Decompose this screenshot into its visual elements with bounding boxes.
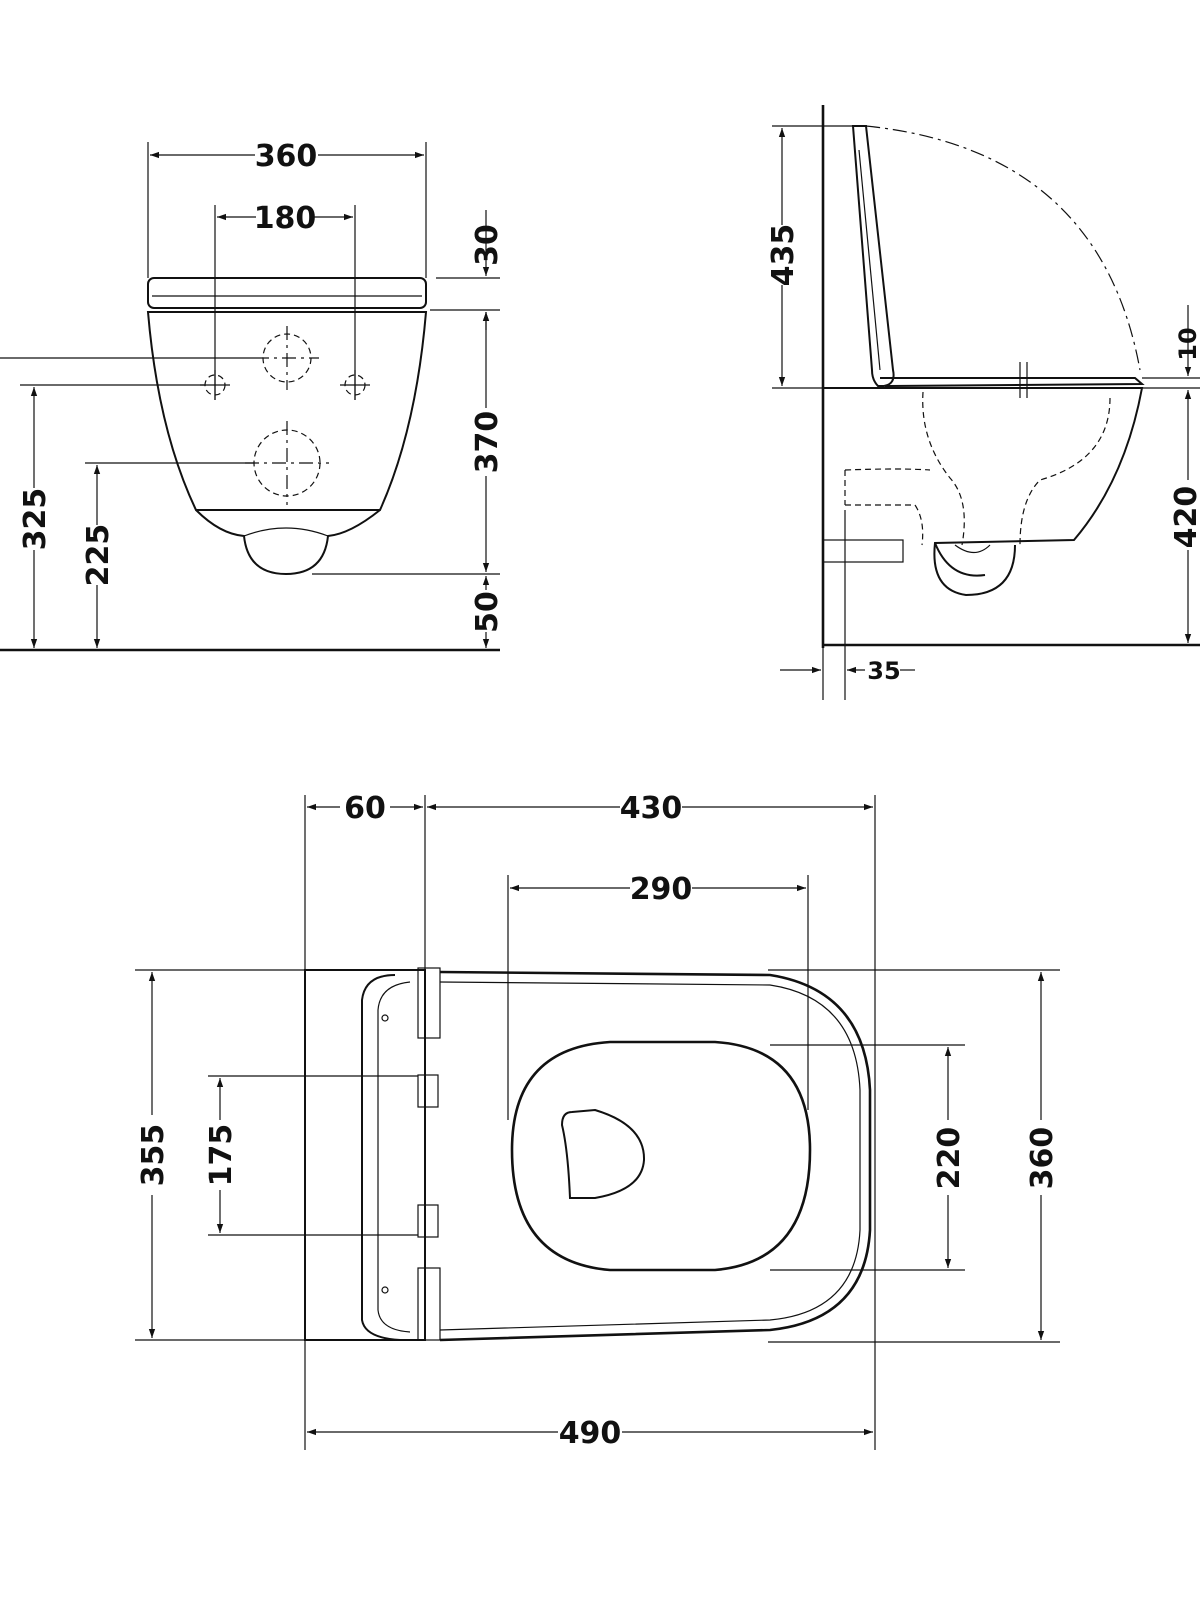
- dim-top-rear-width: 355: [136, 1124, 171, 1187]
- side-outlet-curve: [934, 542, 986, 577]
- dim-top-opening-width: 220: [932, 1127, 967, 1190]
- dim-side-wall-offset: 35: [867, 657, 900, 685]
- side-lid-inner: [858, 149, 881, 371]
- dim-front-inlet-height: 325: [18, 488, 53, 551]
- side-inlet-hidden-bottom: [845, 504, 924, 546]
- dim-front-bowl-height: 370: [470, 411, 505, 474]
- top-view: 60 430 290 355 175 220 360 490: [135, 791, 1060, 1451]
- side-bowl-body: [823, 387, 1144, 597]
- dim-front-bottom-gap: 50: [470, 591, 505, 633]
- side-outlet-inner: [954, 544, 991, 554]
- front-view: 360 180 30 370 50 325 225: [0, 139, 505, 652]
- top-screw-top: [381, 1014, 389, 1022]
- top-seat-outline: [439, 970, 872, 1342]
- top-hinge-arc: [361, 974, 401, 1341]
- top-wall-plate: [304, 969, 426, 1341]
- front-seat-lid: [147, 277, 427, 309]
- dim-side-seat-gap: 10: [1174, 327, 1200, 360]
- side-trap-hidden-2: [1019, 397, 1111, 546]
- front-outlet: [195, 509, 381, 576]
- side-view: 435 10 420 35: [766, 105, 1200, 700]
- top-bolt-top: [417, 1074, 439, 1108]
- side-inlet-hidden-top: [844, 468, 931, 471]
- side-lid-upright: [851, 125, 895, 387]
- dim-top-overall-width: 360: [1025, 1127, 1060, 1190]
- dim-side-lid-height: 435: [766, 224, 801, 287]
- dim-side-rim-height: 420: [1169, 486, 1200, 549]
- dim-front-outlet-height: 225: [81, 524, 116, 587]
- top-hinge-top: [417, 967, 441, 1039]
- dim-top-bolt-spacing: 175: [204, 1124, 239, 1187]
- side-wall-bracket: [822, 539, 904, 563]
- top-water-hole: [560, 1108, 646, 1199]
- dim-top-front-depth: 430: [620, 791, 683, 826]
- top-bowl-opening: [510, 1040, 812, 1272]
- side-lid-swing-arc: [865, 125, 1141, 371]
- front-outlet-inner: [243, 527, 329, 537]
- top-screw-bottom: [381, 1286, 389, 1294]
- side-trap-hidden: [922, 391, 965, 546]
- dim-front-hole-spacing: 180: [254, 201, 317, 236]
- dim-front-width: 360: [255, 139, 318, 174]
- top-bolt-bottom: [417, 1204, 439, 1238]
- top-hinge-arc-inner: [377, 981, 411, 1333]
- side-seat: [880, 377, 1145, 387]
- dim-front-seat-thickness: 30: [470, 224, 505, 266]
- dim-top-overall-length: 490: [559, 1416, 622, 1451]
- top-hinge-bottom: [417, 1267, 441, 1341]
- dim-top-opening-length: 290: [630, 872, 693, 907]
- dim-top-rear-depth: 60: [344, 791, 386, 826]
- top-seat-inner: [439, 981, 861, 1331]
